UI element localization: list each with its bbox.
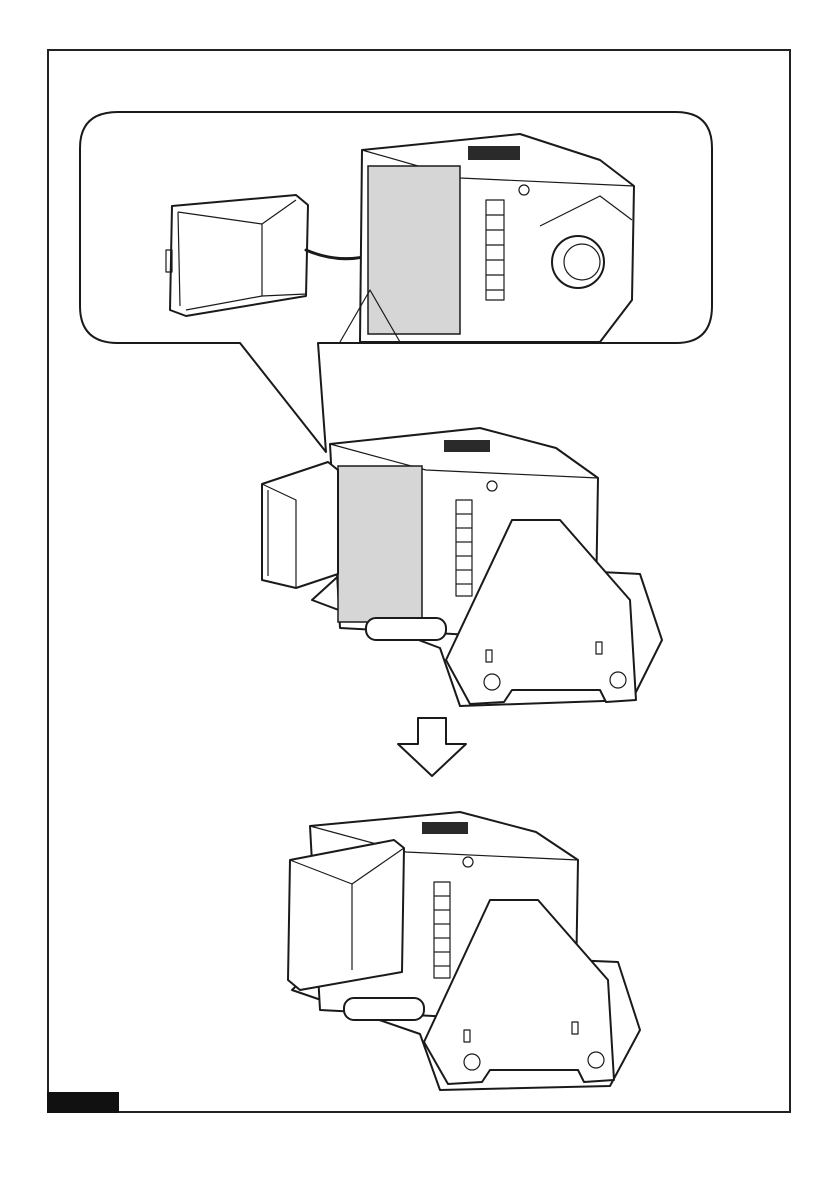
page-number-tab — [47, 1092, 119, 1113]
light-body-detail — [340, 134, 634, 342]
lens-step2 — [338, 466, 422, 622]
lens-detail — [368, 166, 460, 334]
light-with-open-shade-icon — [262, 428, 662, 706]
down-arrow-icon — [398, 718, 466, 776]
shade-detached — [166, 195, 308, 316]
light-with-shade-attached-icon — [288, 812, 640, 1090]
top-vent-detail — [468, 146, 520, 160]
knob-detail — [552, 236, 604, 288]
detail-callout — [80, 112, 712, 452]
